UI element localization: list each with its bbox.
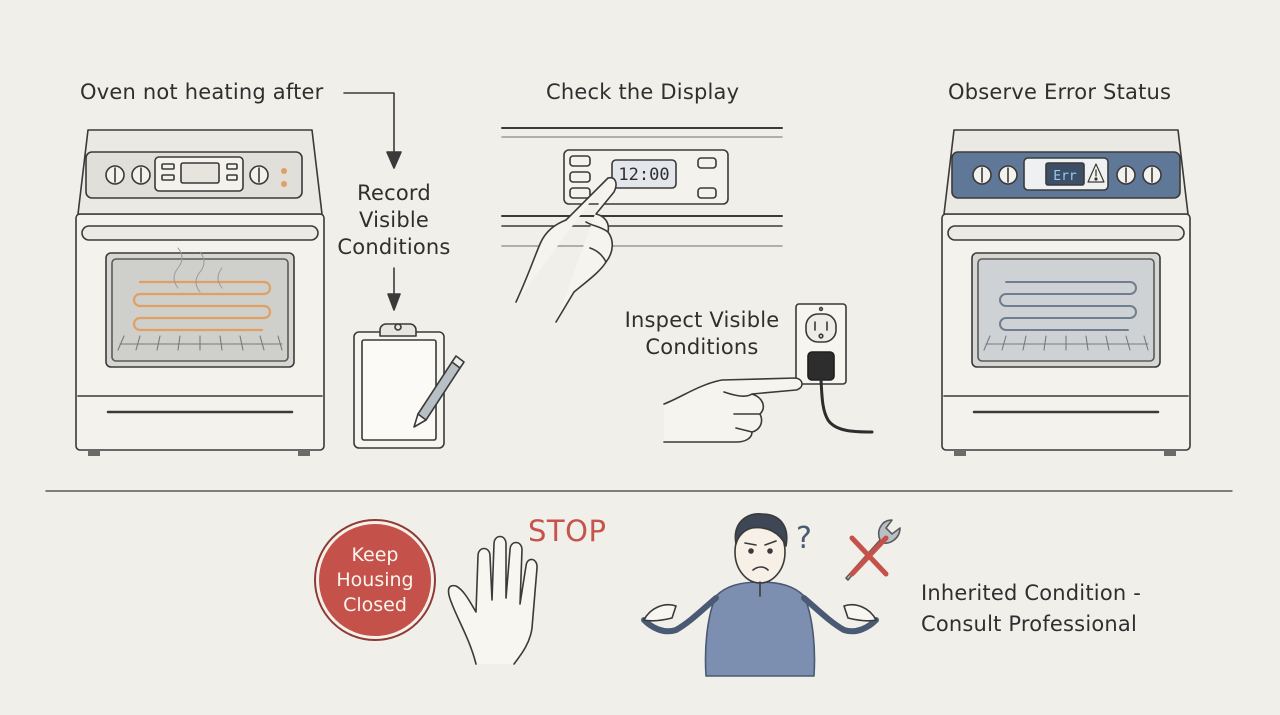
pointing-hand-icon <box>663 377 803 443</box>
question-mark-icon: ? <box>796 521 812 556</box>
crossed-wrench-icon <box>845 519 901 581</box>
hand-stop-icon <box>447 535 538 665</box>
step-label-oven-not-heating: Oven not heating after <box>80 80 324 104</box>
conclusion-line: Inherited Condition - <box>921 581 1142 605</box>
plug-icon <box>807 351 874 434</box>
conclusion-label: Inherited Condition - Consult Profession… <box>921 578 1141 640</box>
step-label-check-display: Check the Display <box>546 80 740 104</box>
warning-icon <box>1087 163 1105 183</box>
step-label-record-conditions: Record Visible Conditions <box>330 180 458 261</box>
oven-icon <box>75 129 325 456</box>
keep-housing-closed-badge: Keep Housing Closed <box>316 521 434 639</box>
badge-line: Closed <box>343 593 407 616</box>
stop-label: STOP <box>528 514 607 548</box>
pointing-hand-icon <box>515 176 617 323</box>
arrow-icon <box>343 92 402 311</box>
clipboard-icon <box>353 323 445 449</box>
oven-icon <box>941 129 1191 456</box>
step-label-line: Inspect Visible <box>624 308 780 332</box>
display-error-readout: Err <box>1053 169 1077 184</box>
step-label-inspect-conditions: Inspect Visible Conditions <box>616 307 788 361</box>
badge-line: Housing <box>336 568 414 591</box>
confused-person-icon <box>641 513 879 677</box>
control-panel-icon <box>501 127 783 247</box>
display-time-readout: 12:00 <box>618 165 669 185</box>
step-label-line: Visible <box>359 208 429 232</box>
badge-line: Keep <box>351 543 399 566</box>
conclusion-line: Consult Professional <box>921 612 1138 636</box>
pencil-icon <box>413 355 465 428</box>
step-label-observe-error: Observe Error Status <box>948 80 1172 104</box>
step-label-line: Conditions <box>337 235 451 259</box>
step-label-line: Conditions <box>645 335 759 359</box>
step-label-line: Record <box>357 181 431 205</box>
